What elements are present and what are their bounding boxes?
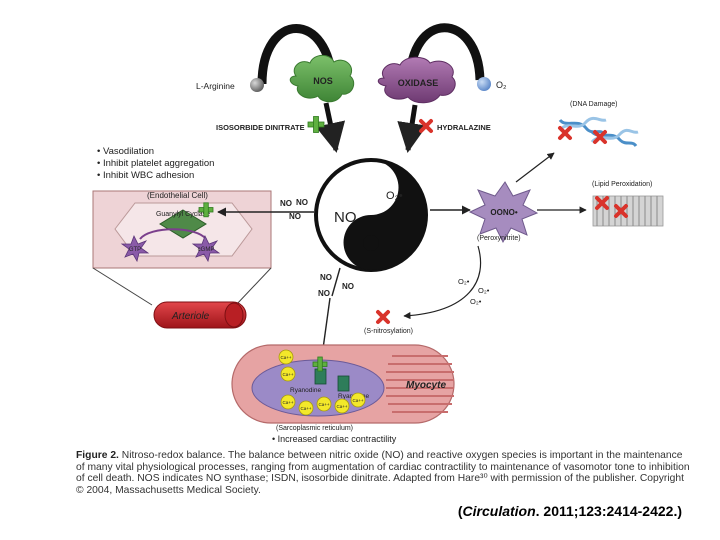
nos-to-yinyang-arrow	[315, 102, 346, 153]
no-label-down-2: NO	[342, 282, 354, 291]
no-label-left-1: NO	[280, 199, 292, 208]
no-label-down-1: NO	[320, 273, 332, 282]
nos-label: NOS	[313, 76, 333, 86]
cgmp-star: cGMP	[191, 235, 221, 263]
calcium-ion-7: Ca++	[350, 392, 366, 408]
o2-label: O₂	[496, 80, 507, 90]
peroxynitrite-to-dna-arrow	[515, 152, 555, 183]
s-nitrosylation-x-icon	[376, 310, 390, 324]
superoxide-curve-arrow	[403, 245, 482, 320]
endothelial-cell-panel: (Endothelial Cell) Guanylyl Cyclase GTP …	[92, 190, 272, 269]
figure-caption: Figure 2. Nitroso-redox balance. The bal…	[76, 450, 691, 496]
ryanodine-plus-icon	[312, 356, 328, 372]
isosorbide-plus-icon	[307, 116, 325, 133]
hydralazine-label: HYDRALAZINE	[437, 123, 491, 132]
figure-caption-text: Nitroso-redox balance. The balance betwe…	[76, 450, 690, 496]
superoxide-label-1: O₂•	[458, 277, 470, 286]
lipid-bilayer-icon	[592, 195, 664, 227]
cgmp-label: cGMP	[198, 247, 215, 253]
ca-label-5: Ca++	[318, 402, 329, 407]
contractility-label: • Increased cardiac contractility	[272, 434, 397, 444]
ca-label-2: Ca++	[282, 372, 293, 377]
oxidase-cloud: OXIDASE	[377, 56, 456, 104]
no-arrow-stem	[331, 267, 341, 297]
endothelial-to-arteriole	[92, 267, 272, 306]
no-label-left-3: NO	[289, 212, 301, 221]
guanylyl-cyclase-label: Guanylyl Cyclase	[156, 211, 210, 218]
citation-rest: . 2011;123:2414-2422.)	[535, 503, 682, 519]
effect-vasodilation: • Vasodilation	[97, 146, 154, 157]
ca-label-6: Ca++	[336, 404, 347, 409]
citation: (Circulation. 2011;123:2414-2422.)	[352, 503, 682, 519]
dna-helix-icon	[558, 116, 639, 147]
effect-wbc: • Inhibit WBC adhesion	[97, 170, 194, 181]
guanylyl-plus-icon	[198, 202, 214, 218]
superoxide-label-3: O₂•	[470, 297, 482, 306]
ca-label-3: Ca++	[282, 400, 293, 405]
yin-yang-symbol: NO O₂•	[314, 158, 428, 272]
sarcoplasmic-label: (Sarcoplasmic reticulum)	[276, 425, 353, 432]
no-label-left-2: NO	[296, 198, 308, 207]
dna-damage-label: (DNA Damage)	[570, 101, 617, 108]
yinyang-o2-label: O₂•	[386, 190, 403, 202]
gtp-label: GTP	[129, 247, 141, 253]
citation-open: (	[457, 503, 463, 519]
hydralazine-x-icon	[419, 119, 433, 133]
ooono-label: OONO•	[490, 208, 517, 217]
myocyte-label: Myocyte	[406, 380, 446, 391]
calcium-ion-2: Ca++	[280, 366, 296, 382]
citation-journal: Circulation	[462, 503, 536, 519]
isosorbide-label: ISOSORBIDE DINITRATE	[216, 123, 305, 132]
ca-label-4: Ca++	[300, 406, 311, 411]
calcium-ion-6: Ca++	[334, 398, 350, 414]
endothelial-cell-label: (Endothelial Cell)	[147, 191, 208, 200]
yinyang-no-label: NO	[334, 209, 357, 226]
l-arginine-label: L-Arginine	[196, 81, 235, 91]
calcium-ion-4: Ca++	[298, 400, 314, 416]
nos-cloud: NOS	[289, 54, 355, 103]
oxidase-to-yinyang-arrow	[397, 104, 427, 153]
lipid-peroxidation-label: (Lipid Peroxidation)	[592, 181, 652, 188]
o2-ball	[477, 77, 491, 91]
superoxide-label-2: O₂•	[478, 286, 490, 295]
l-arginine-ball	[250, 78, 264, 92]
s-nitrosylation-label: (S-nitrosylation)	[364, 328, 413, 335]
gtp-star: GTP	[120, 235, 150, 263]
figure-caption-lead: Figure 2.	[76, 450, 119, 461]
peroxynitrite-label: (Peroxynitrite)	[477, 235, 521, 242]
calcium-ion-5: Ca++	[316, 396, 332, 412]
arteriole: Arteriole	[153, 301, 247, 329]
effect-platelet: • Inhibit platelet aggregation	[97, 158, 214, 169]
ca-label-7: Ca++	[352, 398, 363, 403]
peroxynitrite-star: OONO•	[468, 181, 539, 244]
arteriole-label: Arteriole	[171, 311, 210, 322]
no-label-down-3: NO	[318, 289, 330, 298]
oxidase-label: OXIDASE	[398, 78, 439, 88]
calcium-ion-3: Ca++	[280, 394, 296, 410]
calcium-ion-1: Ca++	[278, 349, 294, 365]
ryanodine-label-1: Ryanodine	[290, 387, 321, 394]
ca-label-1: Ca++	[280, 355, 291, 360]
